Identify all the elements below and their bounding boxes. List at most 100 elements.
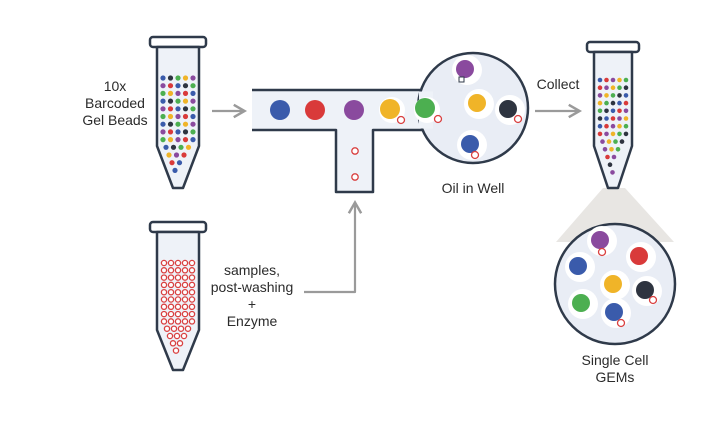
- gel-bead-icon: [190, 106, 196, 112]
- cell-icon: [188, 296, 196, 303]
- gem-icon: [597, 100, 603, 106]
- cell-icon: [181, 303, 189, 311]
- cell-icon: [160, 303, 168, 311]
- cell-icon: [163, 325, 171, 332]
- cell-icon: [616, 318, 626, 328]
- gel-bead-icon: [169, 160, 175, 166]
- gel-bead-icon: [182, 83, 189, 89]
- gem-icon: [610, 108, 616, 114]
- gel-bead-icon: [569, 257, 587, 275]
- cell-icon: [172, 347, 180, 354]
- sample-label: samples, post-washing + Enzyme: [200, 262, 304, 330]
- gel-bead-icon: [190, 137, 196, 143]
- gem-icon: [606, 139, 612, 144]
- gel-bead-icon: [175, 98, 181, 104]
- cell-icon: [167, 310, 175, 318]
- cell-icon: [351, 173, 359, 181]
- cell-icon: [181, 267, 189, 274]
- gem-icon: [609, 147, 614, 152]
- cell-icon: [174, 310, 182, 318]
- cell-icon: [160, 281, 168, 289]
- cell-icon: [160, 310, 168, 318]
- gel-bead-icon: [175, 75, 181, 81]
- cell-icon: [167, 281, 175, 289]
- gel-bead-icon: [163, 144, 169, 150]
- gem-icon: [605, 154, 610, 160]
- gel-bead-icon: [636, 281, 654, 299]
- gel-bead-icon: [182, 106, 189, 112]
- gel-bead-icon: [167, 75, 174, 81]
- sample-label-line: Enzyme: [226, 313, 278, 329]
- gel-bead-icon: [630, 247, 648, 265]
- cell-icon: [174, 281, 182, 289]
- gem-icon: [610, 131, 616, 137]
- gem-icon: [604, 85, 609, 90]
- gem-icon: [623, 77, 629, 83]
- gem-icon: [619, 139, 625, 144]
- gem-icon: [615, 147, 621, 152]
- cell-icon: [470, 150, 480, 160]
- cell-icon: [188, 267, 196, 274]
- gel-bead-icon: [190, 98, 196, 104]
- gel-bead-icon: [175, 121, 181, 127]
- gel-bead-icon: [160, 90, 166, 96]
- oil-well-label: Oil in Well: [441, 180, 505, 196]
- gem-icon: [617, 123, 622, 129]
- cell-icon: [170, 325, 178, 332]
- cell-icon: [188, 310, 196, 318]
- gem-icon: [597, 85, 603, 90]
- gel-bead-icon: [182, 113, 189, 120]
- gem-icon: [617, 85, 622, 90]
- gem-icon: [610, 85, 616, 90]
- gem-icon: [604, 116, 609, 121]
- cell-icon: [167, 274, 175, 281]
- gel-bead-icon: [190, 129, 196, 135]
- gem-icon: [597, 131, 603, 137]
- cell-icon: [180, 332, 188, 340]
- cell-icon: [458, 76, 465, 83]
- gem-icon: [611, 154, 617, 160]
- bead-tube-icon: [148, 35, 208, 190]
- gel-bead-icon: [591, 231, 609, 249]
- gel-bead-icon: [175, 90, 181, 96]
- output-tube-icon: [585, 40, 641, 190]
- gem-icon: [597, 123, 603, 129]
- cell-icon: [160, 259, 168, 267]
- cell-icon: [174, 274, 182, 281]
- cell-icon: [167, 296, 175, 303]
- gem-icon: [602, 147, 608, 152]
- cell-icon: [181, 310, 189, 318]
- gel-bead-icon: [182, 129, 189, 135]
- gem-icon: [604, 93, 609, 98]
- gel-bead-icon: [190, 90, 196, 96]
- cell-icon: [188, 274, 196, 281]
- gem-zoom-circle: [553, 222, 677, 346]
- gem-icon: [610, 77, 616, 83]
- gel-bead-icon: [167, 137, 174, 143]
- bead-label-line: Barcoded: [85, 95, 145, 111]
- sample-tube-cells: [160, 259, 196, 354]
- gem-icon: [610, 116, 616, 121]
- collect-label: Collect: [536, 76, 580, 92]
- gem-icon: [623, 123, 629, 129]
- gel-bead-icon: [160, 83, 166, 89]
- gem-icon: [604, 131, 609, 137]
- cell-icon: [176, 340, 184, 347]
- cell-icon: [160, 296, 168, 303]
- gel-bead-icon: [170, 144, 177, 150]
- gem-icon: [604, 108, 609, 114]
- gel-bead-icon: [167, 121, 174, 127]
- gel-bead-icon: [175, 137, 181, 143]
- gel-bead-icon: [468, 94, 486, 112]
- gel-bead-icon: [185, 144, 192, 150]
- gem-icon: [623, 85, 629, 90]
- gem-icon: [610, 123, 616, 129]
- gel-bead-icon: [190, 121, 196, 127]
- gem-icon: [597, 77, 603, 83]
- cell-icon: [184, 325, 192, 332]
- gel-bead-icon: [160, 113, 166, 120]
- gem-icon: [623, 93, 629, 98]
- gem-icon: [597, 116, 603, 121]
- cell-icon: [167, 303, 175, 311]
- cell-icon: [396, 115, 406, 125]
